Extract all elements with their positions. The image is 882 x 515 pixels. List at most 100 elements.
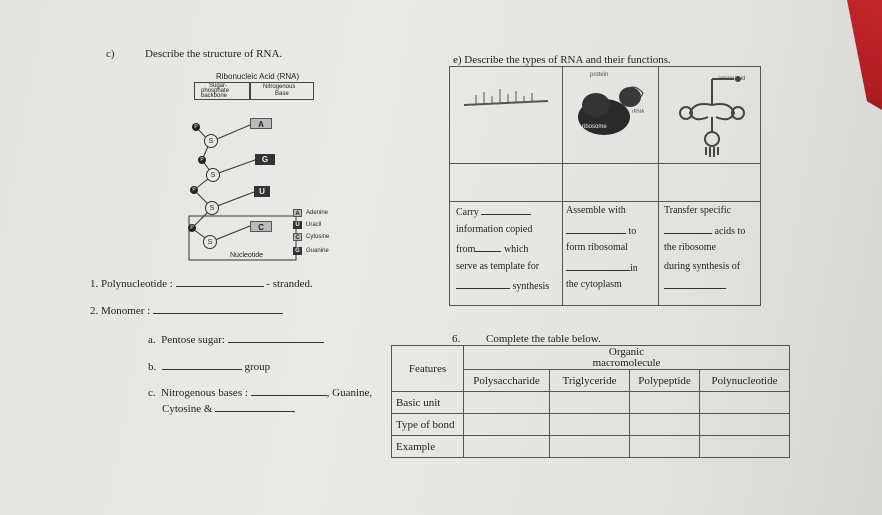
q2c-answer-blank-1[interactable] bbox=[250, 386, 327, 396]
rrna-line-2: to bbox=[566, 224, 636, 237]
trna-blank-1[interactable] bbox=[664, 224, 712, 234]
mrna-text-from: from bbox=[456, 244, 476, 255]
backbone-label-box: Sugar- phosphate backbone bbox=[194, 82, 250, 100]
mrna-line-4: serve as template for bbox=[456, 261, 539, 272]
part-e-heading: e) Describe the types of RNA and their f… bbox=[453, 54, 671, 66]
q2c-answer-blank-2[interactable] bbox=[215, 402, 296, 412]
q1-suffix: - stranded. bbox=[266, 278, 313, 290]
rrna-line-4: in bbox=[566, 261, 638, 274]
group-header-line-1: Organic bbox=[608, 345, 645, 358]
sugar-3: S bbox=[205, 201, 219, 215]
trna-text-acids: acids to bbox=[714, 226, 746, 237]
mrna-text-template: serve as template for bbox=[456, 261, 540, 272]
trna-text-during: during synthesis of bbox=[664, 261, 741, 272]
legend-g-name: Guanine bbox=[306, 248, 329, 254]
legend-u-swatch: U bbox=[293, 221, 302, 229]
trna-line-2: acids to bbox=[664, 224, 745, 237]
sugar-2: S bbox=[206, 168, 220, 182]
q2a-answer-blank[interactable] bbox=[227, 333, 324, 343]
mrna-blank-2[interactable] bbox=[475, 242, 502, 252]
cell-example-polynucleotide[interactable] bbox=[699, 435, 790, 458]
cell-example-triglyceride[interactable] bbox=[549, 435, 630, 458]
base-uracil: U bbox=[254, 186, 270, 197]
q2c-label: c. bbox=[148, 387, 156, 399]
cell-example-polypeptide[interactable] bbox=[629, 435, 700, 458]
trna-blank-2[interactable] bbox=[664, 279, 726, 289]
nitrogenous-label-1: Nitrogenous bbox=[263, 84, 296, 90]
base-adenine: A bbox=[250, 118, 272, 129]
q2-monomer: 2. Monomer : bbox=[90, 304, 283, 317]
q2b-text: group bbox=[244, 361, 271, 373]
q6-number: 6. bbox=[452, 333, 461, 345]
rrna-line-3: form ribosomal bbox=[566, 242, 628, 253]
rrna-blank-2[interactable] bbox=[566, 261, 630, 271]
q2a-label: a. bbox=[148, 334, 156, 346]
q2c-cytosine: Cytosine & bbox=[162, 403, 213, 415]
q2b-answer-blank[interactable] bbox=[161, 360, 242, 370]
backbone-label-1: Sugar- bbox=[209, 83, 228, 89]
q2a-pentose-sugar: a. Pentose sugar: bbox=[148, 333, 324, 346]
backbone-label-2: phosphate bbox=[201, 88, 230, 94]
backbone-label-3: backbone bbox=[201, 93, 228, 99]
rrna-text-cytoplasm: the cytoplasm bbox=[566, 279, 622, 290]
q1-polynucleotide: 1. Polynucleotide : - stranded. bbox=[90, 277, 313, 290]
nitrogenous-label-box: Nitrogenous Base bbox=[250, 82, 314, 100]
protein-label: protein bbox=[590, 72, 609, 78]
ribosome-label: ribosome bbox=[582, 124, 607, 130]
base-cytosine: C bbox=[250, 221, 272, 232]
trna-line-5 bbox=[664, 279, 726, 292]
rrna-text-in: in bbox=[630, 263, 638, 274]
divider-v1 bbox=[562, 67, 563, 305]
cell-basic-unit-polypeptide[interactable] bbox=[629, 391, 700, 414]
part-e-label: e) bbox=[453, 54, 462, 66]
cell-bond-polysaccharide[interactable] bbox=[463, 413, 550, 436]
q2-label: 2. Monomer : bbox=[90, 305, 151, 317]
trna-line-3: the ribosome bbox=[664, 242, 716, 253]
cell-bond-triglyceride[interactable] bbox=[549, 413, 630, 436]
sugar-4: S bbox=[203, 235, 217, 249]
cell-basic-unit-triglyceride[interactable] bbox=[549, 391, 630, 414]
trna-line-1: Transfer specific bbox=[664, 205, 731, 216]
q2a-text: Pentose sugar: bbox=[161, 334, 225, 346]
row-header-example: Example bbox=[391, 435, 464, 458]
q2-answer-blank[interactable] bbox=[152, 304, 283, 314]
mrna-text-carry: Carry bbox=[456, 207, 479, 218]
part-c-label: c) bbox=[106, 48, 115, 60]
legend-g-swatch: G bbox=[293, 247, 302, 255]
diagram-title: Ribonucleic Acid (RNA) bbox=[216, 72, 300, 81]
rrna-blank-1[interactable] bbox=[566, 224, 626, 234]
cell-bond-polynucleotide[interactable] bbox=[699, 413, 790, 436]
legend-a-name: Adenine bbox=[306, 210, 329, 216]
macromolecule-table: Features Organic macromolecule Polysacch… bbox=[391, 345, 790, 458]
q2b-group: b. group bbox=[148, 360, 270, 373]
rrna-line-5: the cytoplasm bbox=[566, 279, 622, 290]
mrna-blank-1[interactable] bbox=[481, 205, 532, 215]
cell-example-polysaccharide[interactable] bbox=[463, 435, 550, 458]
phosphate-2: P bbox=[198, 156, 206, 164]
divider-h1 bbox=[450, 163, 760, 164]
q2b-label: b. bbox=[148, 361, 157, 373]
cell-basic-unit-polynucleotide[interactable] bbox=[699, 391, 790, 414]
ribosome-picture bbox=[578, 86, 644, 135]
phosphate-1: P bbox=[192, 123, 200, 131]
q6-instruction: Complete the table below. bbox=[486, 333, 601, 345]
mrna-line-5: synthesis bbox=[456, 279, 549, 292]
rrna-line-1: Assemble with bbox=[566, 205, 626, 216]
cell-basic-unit-polysaccharide[interactable] bbox=[463, 391, 550, 414]
cell-bond-polypeptide[interactable] bbox=[629, 413, 700, 436]
rrna-text-assemble: Assemble with bbox=[566, 205, 626, 216]
mrna-line-1: Carry bbox=[456, 205, 532, 218]
mrna-line-3: from which bbox=[456, 242, 528, 255]
rrna-label: rRNA bbox=[632, 109, 645, 115]
mrna-strand-picture bbox=[463, 89, 549, 106]
group-header-line-2: macromolecule bbox=[592, 356, 661, 369]
mrna-blank-3[interactable] bbox=[456, 279, 510, 289]
q1-answer-blank[interactable] bbox=[175, 277, 264, 287]
col-header-polypeptide: Polypeptide bbox=[629, 369, 700, 392]
q2c-nitrogenous-bases: c. Nitrogenous bases : , Guanine, bbox=[148, 386, 372, 399]
col-header-polynucleotide: Polynucleotide bbox=[699, 369, 790, 392]
organic-macromolecule-header: Organic macromolecule bbox=[463, 345, 790, 370]
legend-c-swatch: C bbox=[293, 233, 302, 241]
features-header: Features bbox=[391, 345, 464, 392]
row-header-type-of-bond: Type of bond bbox=[391, 413, 464, 436]
